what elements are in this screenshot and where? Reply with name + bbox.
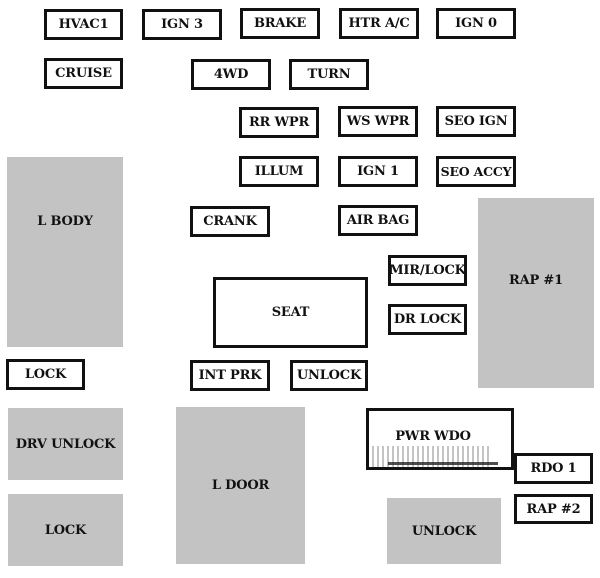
fuse-seat[interactable]: SEAT <box>213 277 368 348</box>
fuse-label: IGN 3 <box>161 17 203 32</box>
fuse-label: SEAT <box>271 305 310 320</box>
fuse-4wd[interactable]: 4WD <box>191 59 271 90</box>
fuse-label: 4WD <box>213 67 249 82</box>
fuse-seo-accy[interactable]: SEO ACCY <box>436 156 516 187</box>
fuse-illum[interactable]: ILLUM <box>239 156 319 187</box>
fuse-label: HTR A/C <box>348 16 410 31</box>
fuse-crank[interactable]: CRANK <box>190 206 270 237</box>
fuse-label: IGN 1 <box>357 164 399 179</box>
relay-lock[interactable]: LOCK <box>8 494 123 566</box>
relay-drv-unlock[interactable]: DRV UNLOCK <box>8 408 123 480</box>
relay-l-body[interactable]: L BODY <box>7 157 123 347</box>
relay-label: RAP #1 <box>509 272 563 288</box>
fuse-lock[interactable]: LOCK <box>6 359 85 390</box>
relay-label: L BODY <box>37 214 93 229</box>
fuse-label: WS WPR <box>346 114 410 129</box>
fuse-seo-ign[interactable]: SEO IGN <box>436 106 516 137</box>
fuse-label: TURN <box>307 67 351 82</box>
fuse-rr-wpr[interactable]: RR WPR <box>239 107 319 138</box>
fuse-unlock[interactable]: UNLOCK <box>290 360 368 391</box>
relay-unlock[interactable]: UNLOCK <box>387 498 501 564</box>
fuse-dr-lock[interactable]: DR LOCK <box>388 304 467 335</box>
relay-label: L DOOR <box>211 478 270 493</box>
fuse-label: SEO IGN <box>444 114 508 129</box>
fuse-label: CRANK <box>203 214 257 229</box>
fuse-rap2[interactable]: RAP #2 <box>514 494 593 524</box>
fuse-label: SEO ACCY <box>440 164 512 179</box>
fuse-turn[interactable]: TURN <box>289 59 369 90</box>
fuse-pwr-wdo[interactable]: PWR WDO <box>366 408 514 470</box>
fuse-ign3[interactable]: IGN 3 <box>142 9 222 40</box>
relay-label: UNLOCK <box>411 523 477 539</box>
fuse-label: IGN 0 <box>455 16 497 31</box>
fuse-mir-lock[interactable]: MIR/LOCK <box>388 255 467 286</box>
fuse-label: AIR BAG <box>346 213 410 228</box>
relay-label: DRV UNLOCK <box>15 436 116 452</box>
fuse-ign1[interactable]: IGN 1 <box>338 156 418 187</box>
relay-label: LOCK <box>44 522 87 538</box>
fuse-label: UNLOCK <box>296 368 362 383</box>
fuse-label: CRUISE <box>55 66 112 81</box>
fuse-ws-wpr[interactable]: WS WPR <box>338 106 418 137</box>
fuse-hvac1[interactable]: HVAC1 <box>44 9 123 40</box>
fuse-ign0[interactable]: IGN 0 <box>436 8 516 39</box>
fuse-label: DR LOCK <box>393 312 462 327</box>
fuse-label: RDO 1 <box>530 461 577 476</box>
relay-rap1[interactable]: RAP #1 <box>478 198 594 388</box>
fuse-label: LOCK <box>24 367 67 382</box>
fuse-label: RR WPR <box>248 115 310 130</box>
fuse-brake[interactable]: BRAKE <box>240 8 320 39</box>
fuse-label: BRAKE <box>253 16 307 31</box>
fuse-int-prk[interactable]: INT PRK <box>190 360 270 391</box>
fuse-cruise[interactable]: CRUISE <box>44 58 123 89</box>
fuse-htr-ac[interactable]: HTR A/C <box>339 8 419 39</box>
fuse-label: RAP #2 <box>526 501 581 517</box>
fuse-label: MIR/LOCK <box>389 263 466 278</box>
fuse-air-bag[interactable]: AIR BAG <box>338 205 418 236</box>
fuse-label: ILLUM <box>254 164 304 179</box>
fuse-label: INT PRK <box>198 368 262 383</box>
relay-l-door[interactable]: L DOOR <box>176 407 305 564</box>
fuse-label: HVAC1 <box>58 17 109 32</box>
fuse-label: PWR WDO <box>395 428 471 444</box>
fuse-rdo1[interactable]: RDO 1 <box>514 453 593 484</box>
